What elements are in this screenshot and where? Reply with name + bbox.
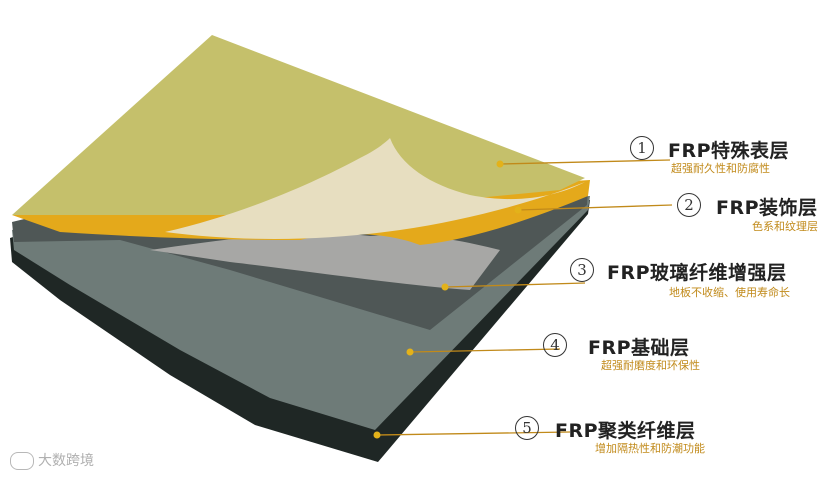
layer-number-5: 5 — [515, 416, 539, 440]
watermark: 大数跨境 — [10, 450, 94, 470]
layer-subtitle-2: 色系和纹理层 — [752, 220, 818, 233]
layer-number-4: 4 — [543, 333, 567, 357]
leader-line-5 — [376, 431, 571, 436]
leader-dot-1 — [496, 160, 504, 168]
layer-1-peel — [165, 138, 585, 239]
layer-title-1: FRP特殊表层 — [668, 140, 790, 162]
layer-number-3: 3 — [570, 258, 594, 282]
layer-1-shape — [12, 35, 585, 215]
layer-title-3: FRP玻璃纤维增强层 — [607, 262, 787, 284]
watermark-text: 大数跨境 — [38, 453, 94, 469]
layer-subtitle-5: 增加隔热性和防潮功能 — [595, 442, 705, 455]
leader-dot-5 — [373, 431, 381, 439]
leader-line-3 — [444, 282, 586, 288]
leader-dot-3 — [441, 283, 449, 291]
leader-line-2 — [517, 204, 673, 211]
logo-icon — [10, 452, 34, 470]
layer-number-1: 1 — [630, 136, 654, 160]
leader-dot-4 — [406, 348, 414, 356]
leader-line-4 — [409, 348, 561, 353]
leader-dots — [373, 160, 522, 439]
layer-number-2: 2 — [677, 193, 701, 217]
leader-line-1 — [499, 159, 671, 165]
layer-title-4: FRP基础层 — [588, 337, 690, 359]
layer-subtitle-3: 地板不收缩、使用寿命长 — [669, 286, 790, 299]
layer-title-5: FRP聚类纤维层 — [555, 420, 696, 442]
layer-subtitle-4: 超强耐磨度和环保性 — [601, 359, 700, 372]
layer-3-curl — [150, 233, 500, 290]
layer-subtitle-1: 超强耐久性和防腐性 — [671, 162, 770, 175]
leader-dot-2 — [514, 206, 522, 214]
layer-title-2: FRP装饰层 — [716, 197, 818, 219]
